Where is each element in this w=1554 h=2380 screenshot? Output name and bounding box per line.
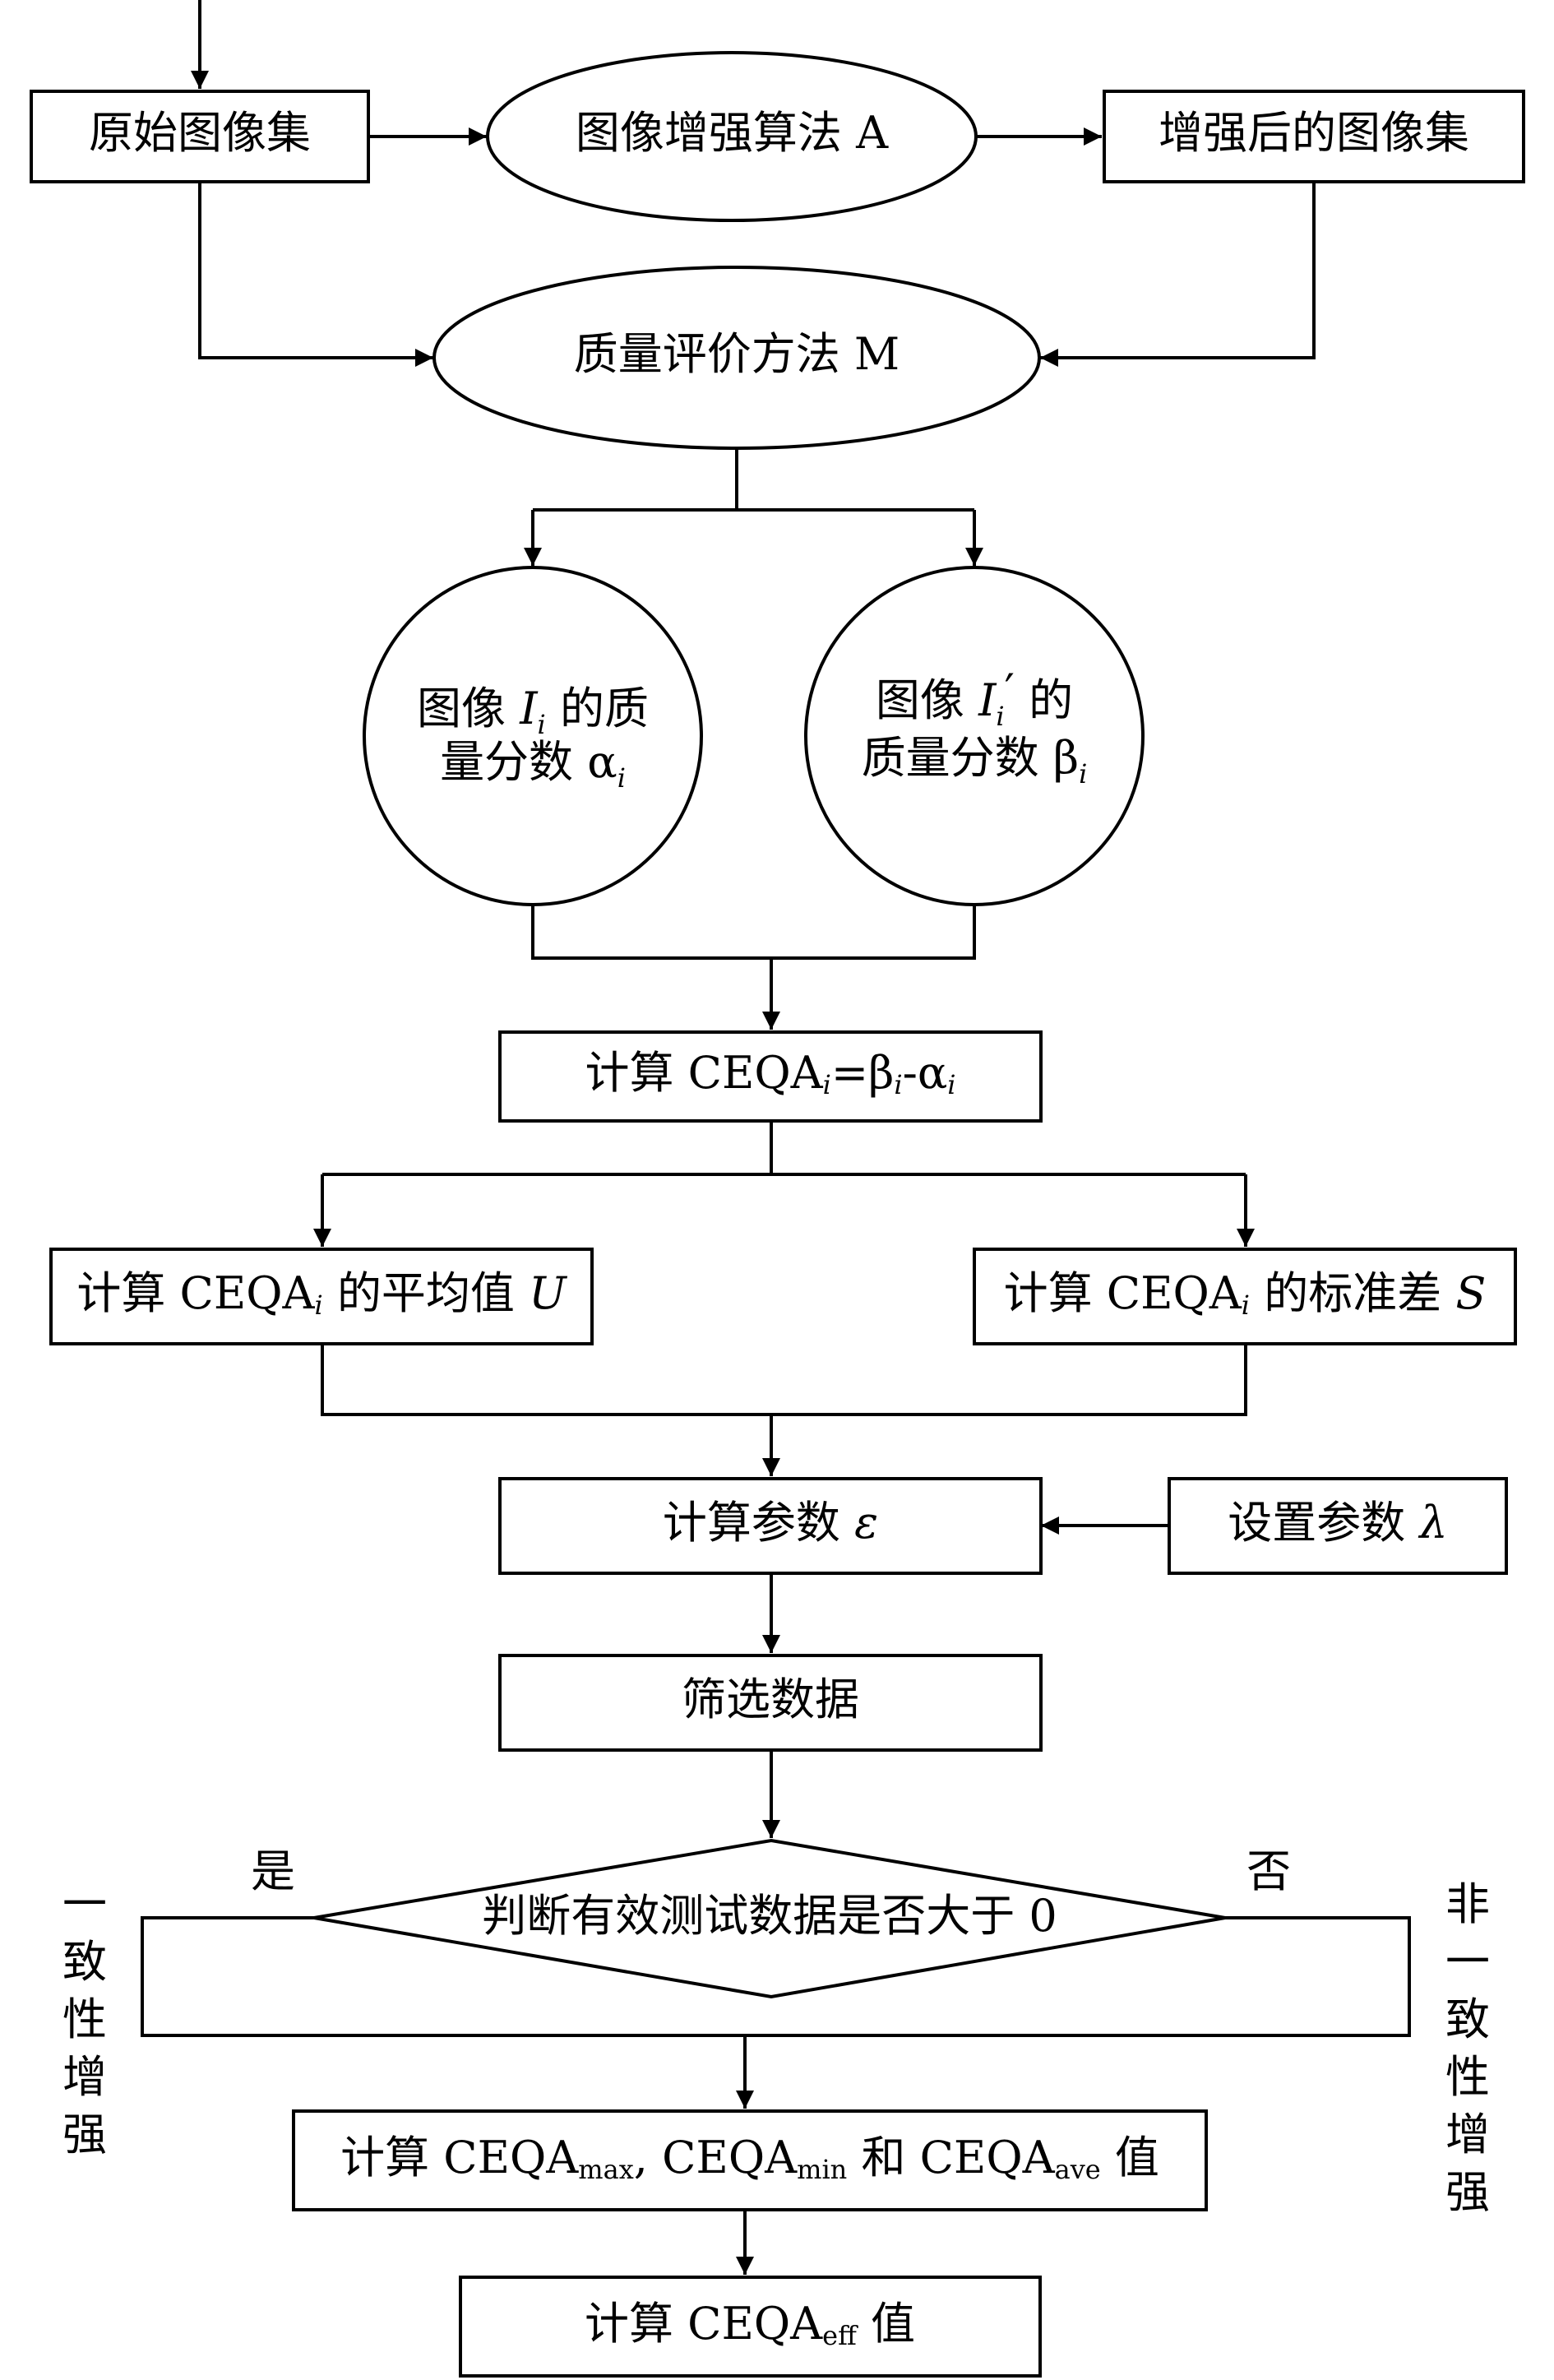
arrow-enhanced-to-quality xyxy=(1040,183,1316,367)
quality-method-label: 质量评价方法 M xyxy=(574,328,900,380)
node-set-param: 设置参数 λ xyxy=(1168,1477,1508,1575)
side-left-char: 一 xyxy=(62,1878,107,1930)
compute-ceqa-label: 计算 CEQAi=βi-αi xyxy=(585,1047,955,1100)
side-right-char: 性 xyxy=(1445,2051,1490,2103)
side-label-right: 非 一 致 性 增 强 xyxy=(1445,1878,1490,2218)
node-compute-eff: 计算 CEQAeff 值 xyxy=(459,2276,1042,2378)
connector-decision-loop xyxy=(141,1916,1411,2037)
enhanced-set-label: 增强后的图像集 xyxy=(1159,107,1469,159)
filter-data-label: 筛选数据 xyxy=(682,1674,859,1725)
connector-mean-std-join xyxy=(321,1345,1247,1416)
node-compute-std: 计算 CEQAi 的标准差 S xyxy=(973,1248,1517,1345)
side-right-char: 增 xyxy=(1445,2109,1490,2160)
node-quality-method: 质量评价方法 M xyxy=(432,266,1041,450)
side-right-char: 一 xyxy=(1445,1936,1490,1988)
node-compute-param: 计算参数 ε xyxy=(498,1477,1043,1575)
side-left-char: 增 xyxy=(62,2051,107,2103)
node-score-alpha: 图像 Ii 的质 量分数 αi xyxy=(363,566,703,906)
node-decision: 判断有效测试数据是否大于 0 xyxy=(313,1838,1226,1999)
node-filter-data: 筛选数据 xyxy=(498,1654,1043,1752)
score-beta-line2: 质量分数 βi xyxy=(862,732,1088,789)
original-set-label: 原始图像集 xyxy=(89,107,311,159)
score-alpha-line2: 量分数 αi xyxy=(440,736,626,794)
arrow-original-to-quality xyxy=(198,183,433,367)
connector-scores-join xyxy=(531,905,976,960)
node-compute-mean: 计算 CEQAi 的平均值 U xyxy=(49,1248,594,1345)
node-enhance-algo: 图像增强算法 A xyxy=(486,51,978,222)
node-compute-ceqa: 计算 CEQAi=βi-αi xyxy=(498,1030,1043,1123)
score-beta-line1: 图像 Ii′ 的 xyxy=(876,664,1073,732)
node-enhanced-set: 增强后的图像集 xyxy=(1103,90,1525,183)
node-compute-stats: 计算 CEQAmax, CEQAmin 和 CEQAave 值 xyxy=(292,2109,1208,2211)
decision-label: 判断有效测试数据是否大于 0 xyxy=(482,1890,1057,1942)
set-param-label: 设置参数 λ xyxy=(1228,1497,1447,1549)
side-left-char: 性 xyxy=(62,1993,107,2045)
side-left-char: 强 xyxy=(62,2109,107,2160)
compute-std-label: 计算 CEQAi 的标准差 S xyxy=(1004,1267,1487,1321)
side-right-char: 致 xyxy=(1445,1993,1490,2045)
compute-eff-label: 计算 CEQAeff 值 xyxy=(585,2298,915,2351)
connectors xyxy=(141,0,1411,2275)
node-score-beta: 图像 Ii′ 的 质量分数 βi xyxy=(804,566,1145,906)
score-alpha-line1: 图像 Ii 的质 xyxy=(417,683,649,740)
branch-no-label: 否 xyxy=(1246,1845,1291,1897)
branch-yes-label: 是 xyxy=(251,1845,295,1897)
compute-mean-label: 计算 CEQAi 的平均值 U xyxy=(76,1267,567,1321)
enhance-algo-label: 图像增强算法 A xyxy=(576,107,889,159)
side-left-char: 致 xyxy=(62,1936,107,1988)
compute-param-label: 计算参数 ε xyxy=(663,1497,878,1549)
side-right-char: 非 xyxy=(1445,1878,1490,1930)
node-original-set: 原始图像集 xyxy=(30,90,370,183)
compute-stats-label: 计算 CEQAmax, CEQAmin 和 CEQAave 值 xyxy=(340,2132,1159,2185)
side-right-char: 强 xyxy=(1445,2166,1490,2218)
side-label-left: 一 致 性 增 强 xyxy=(62,1878,107,2160)
